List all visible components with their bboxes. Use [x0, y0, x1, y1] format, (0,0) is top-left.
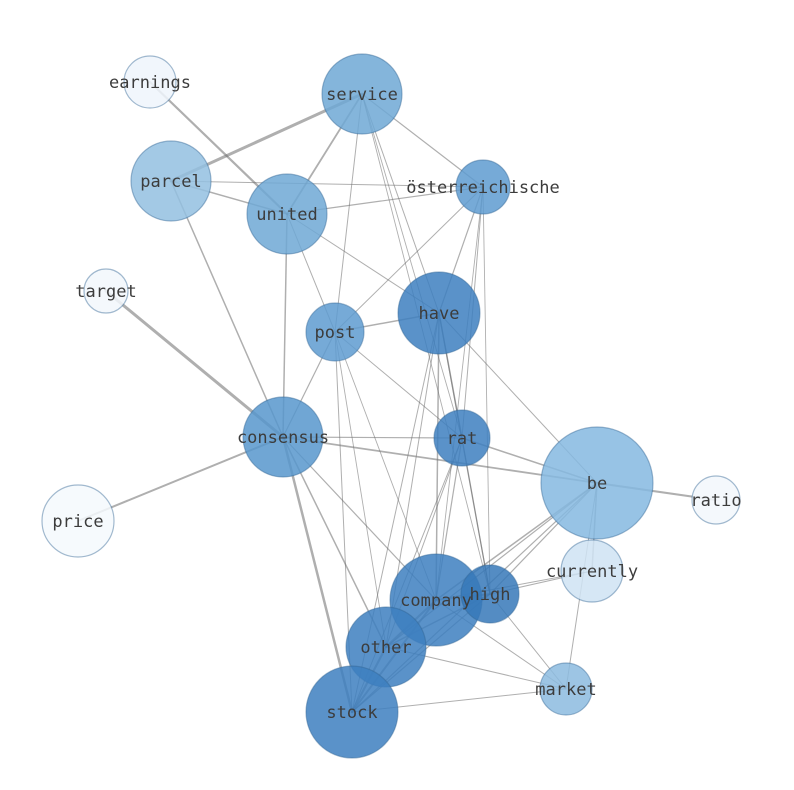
labels-layer: earnings service parcel united österreichisc… — [52, 73, 741, 723]
node-label-parcel: parcel — [140, 172, 201, 192]
node-label-currently: currently — [546, 562, 638, 582]
node-label-price: price — [52, 512, 103, 532]
node-label-post: post — [315, 323, 356, 343]
edge-österreichische-post — [334, 186, 484, 333]
node-rat — [433, 409, 491, 467]
node-united — [246, 173, 328, 255]
edge-parcel-consensus — [170, 180, 284, 438]
node-currently — [560, 539, 624, 603]
node-stock — [305, 665, 399, 759]
node-label-ratio: ratio — [690, 491, 741, 511]
node-parcel — [130, 140, 212, 222]
node-label-be: be — [587, 474, 607, 494]
edge-österreichische-company — [435, 186, 484, 601]
node-label-high: high — [470, 585, 511, 605]
node-market — [539, 662, 593, 716]
edge-post-other — [334, 331, 387, 648]
nodes-layer — [41, 53, 741, 759]
node-label-target: target — [75, 282, 136, 302]
node-target — [83, 268, 129, 314]
edge-parcel-österreichische — [170, 180, 484, 188]
edge-österreichische-high — [482, 186, 491, 595]
edge-have-company — [435, 312, 440, 601]
node-consensus — [242, 396, 324, 478]
node-have — [397, 271, 481, 355]
node-label-company: company — [400, 591, 472, 611]
node-label-market: market — [535, 680, 596, 700]
node-österreichische — [455, 159, 511, 215]
edge-consensus-stock — [281, 435, 354, 714]
node-label-consensus: consensus — [237, 428, 329, 448]
node-label-other: other — [360, 638, 411, 658]
node-label-österreichische: österreichische — [406, 178, 560, 198]
edge-service-rat — [361, 93, 463, 439]
node-label-united: united — [256, 205, 317, 225]
node-ratio — [691, 475, 741, 525]
node-high — [460, 564, 520, 624]
node-post — [305, 302, 365, 362]
node-earnings — [123, 55, 177, 109]
node-label-stock: stock — [326, 703, 377, 723]
node-label-earnings: earnings — [109, 73, 191, 93]
node-label-rat: rat — [447, 429, 478, 449]
node-label-have: have — [419, 304, 460, 324]
node-be — [540, 426, 654, 540]
node-label-service: service — [326, 85, 398, 105]
node-price — [41, 484, 115, 558]
node-service — [321, 53, 403, 135]
